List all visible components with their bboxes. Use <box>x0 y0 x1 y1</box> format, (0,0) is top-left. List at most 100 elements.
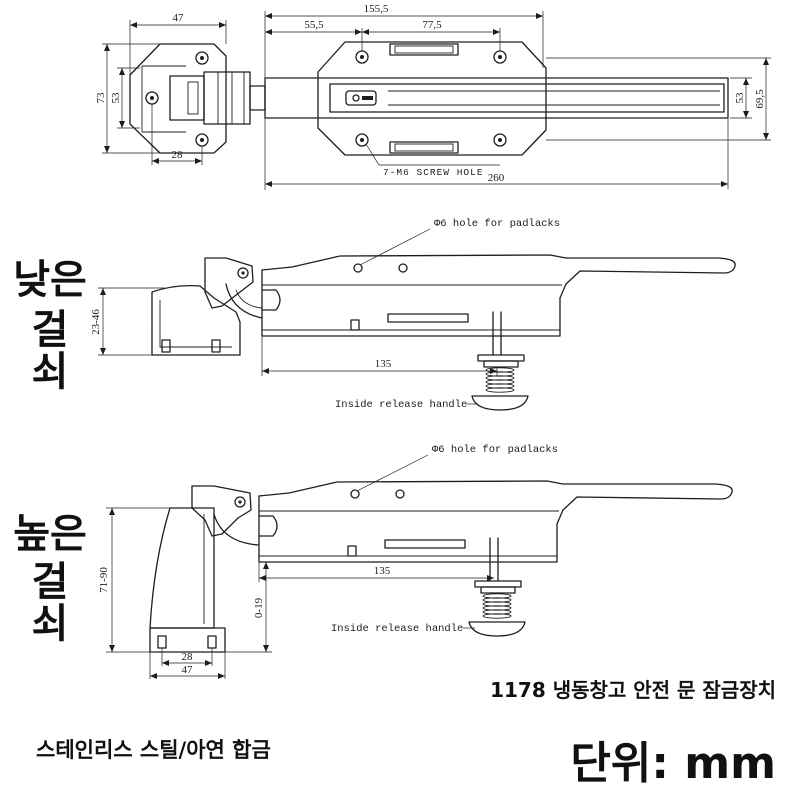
latch-lever-handle <box>261 254 736 299</box>
body-screw-hole-2-center <box>498 55 502 59</box>
keyhole-icon <box>352 94 360 102</box>
high-release-note: Inside release handle <box>331 623 463 635</box>
high-dim-label-base-width: 47 <box>182 664 194 676</box>
dim-label-total-length: 260 <box>488 172 505 184</box>
keeper-plate-inner-face <box>141 65 186 133</box>
dim-label-body-length: 155,5 <box>364 3 389 15</box>
top-view: 47 155,5 55,5 77,5 73 53 28 53 69,5 7-M6… <box>95 3 771 190</box>
low-keeper-foot-left <box>161 339 171 353</box>
low-keeper-part <box>151 257 263 356</box>
low-keeper-view: 낮은 걸 쇠 <box>13 218 736 411</box>
dim-label-keeper-hole-spacing: 28 <box>172 149 184 161</box>
latch-slot <box>384 539 466 549</box>
low-keeper-pivot-center <box>241 271 245 275</box>
body-screw-hole-4-center <box>498 138 502 142</box>
handle-inner-outline <box>329 83 725 113</box>
body-top-slot-inner <box>394 45 454 54</box>
low-keeper-hook-inner-curve <box>235 289 263 309</box>
release-knob <box>471 395 529 411</box>
low-padlock-note: Φ6 hole for padlacks <box>434 218 560 230</box>
latch-pin <box>350 319 360 331</box>
padlock-hole-1 <box>353 263 363 273</box>
keyhole-slot <box>362 96 373 100</box>
low-keeper-foot-right <box>211 339 221 353</box>
low-latch-body <box>261 254 736 411</box>
dim-label-first-hole: 55,5 <box>304 19 324 31</box>
high-dim-label-gap: 0-19 <box>253 597 265 618</box>
body-top-slot <box>389 43 459 56</box>
keeper-screw-hole-bottom-center <box>200 138 204 142</box>
top-dimensions: 47 155,5 55,5 77,5 73 53 28 53 69,5 7-M6… <box>95 3 771 190</box>
high-keeper-pivot-hole <box>234 496 246 508</box>
high-latch-body <box>258 480 733 637</box>
handle-groove-lines <box>388 90 720 106</box>
high-keeper-label-line-3: 쇠 <box>32 601 69 647</box>
latch-bolt-nose <box>261 289 281 311</box>
low-release-note: Inside release handle <box>335 399 467 411</box>
body-bottom-slot-inner <box>394 143 454 152</box>
high-dim-label-keeper-height: 71-90 <box>98 567 110 593</box>
release-nut <box>483 360 519 368</box>
high-keeper-part <box>149 485 259 653</box>
dim-label-body-height: 69,5 <box>754 89 766 109</box>
latch-lever-handle <box>258 480 733 525</box>
high-dim-label-base-hole-spacing: 28 <box>182 651 194 663</box>
screw-hole-leader <box>365 143 500 166</box>
latch-housing <box>261 269 561 337</box>
low-dim-label-keeper-height: 23-46 <box>90 309 102 335</box>
latch-pin <box>347 545 357 557</box>
high-keeper-ear <box>191 485 252 537</box>
top-latch-body <box>264 41 729 156</box>
high-keeper-pivot-center <box>238 500 242 504</box>
inside-release-handle <box>468 537 526 637</box>
material-note: 스테인리스 스틸/아연 합금 <box>36 738 271 762</box>
low-keeper-base-inner <box>159 300 232 348</box>
dim-label-keeper-height-outer: 73 <box>95 92 107 104</box>
high-dim-ext-lines <box>106 507 272 679</box>
footer: 1178 냉동창고 안전 문 잠금장치 스테인리스 스틸/아연 합금 단위: m… <box>36 678 776 789</box>
latch-housing-lines <box>259 510 559 557</box>
keeper-screw-hole-top-center <box>200 56 204 60</box>
product-title: 1178 냉동창고 안전 문 잠금장치 <box>490 678 776 702</box>
unit-note: 단위: mm <box>570 738 776 789</box>
low-view-annotations: Φ6 hole for padlacks 23-46 135 Inside re… <box>90 218 560 411</box>
dim-label-keeper-height-inner: 53 <box>110 92 122 104</box>
latch-bolt-nose <box>258 515 278 537</box>
release-spring-coil <box>482 613 512 619</box>
dim-label-keeper-width: 47 <box>173 12 185 24</box>
latch-housing-lines <box>262 284 562 331</box>
release-stem <box>492 311 502 356</box>
low-keeper-label-line-2: 걸 <box>32 307 69 353</box>
body-screw-hole-4 <box>493 133 507 147</box>
screw-hole-note: 7-M6 SCREW HOLE <box>383 167 484 178</box>
low-keeper-upright <box>204 257 254 309</box>
body-screw-hole-3 <box>355 133 369 147</box>
high-keeper-label-line-1: 높은 <box>13 511 87 557</box>
padlock-hole-2 <box>398 263 408 273</box>
low-keeper-label-line-1: 낮은 <box>13 257 87 303</box>
keeper-screw-hole-top <box>195 51 209 65</box>
release-stem <box>489 537 499 582</box>
dim-ext-lines <box>102 11 771 190</box>
high-keeper-label-line-2: 걸 <box>32 559 69 605</box>
keeper-hook-slot <box>187 81 199 115</box>
padlock-hole-1 <box>350 489 360 499</box>
high-keeper-hook-curve <box>213 513 259 546</box>
dim-label-hole-spacing: 77,5 <box>422 19 442 31</box>
low-keeper-label-line-3: 쇠 <box>32 349 69 395</box>
keyhole-plate <box>345 90 377 106</box>
low-dim-ext-lines <box>98 287 498 376</box>
release-nut <box>480 586 516 594</box>
release-knob <box>468 621 526 637</box>
body-screw-hole-1-center <box>360 55 364 59</box>
low-dim-label-release-offset: 135 <box>375 358 392 370</box>
high-padlock-note: Φ6 hole for padlacks <box>432 444 558 456</box>
body-bottom-slot <box>389 141 459 154</box>
body-screw-hole-3-center <box>360 138 364 142</box>
keeper-screw-hole-left-center <box>150 96 154 100</box>
high-padlock-leader <box>356 454 429 492</box>
keeper-plate-outline <box>129 43 227 154</box>
high-dim-label-release-offset: 135 <box>374 565 391 577</box>
